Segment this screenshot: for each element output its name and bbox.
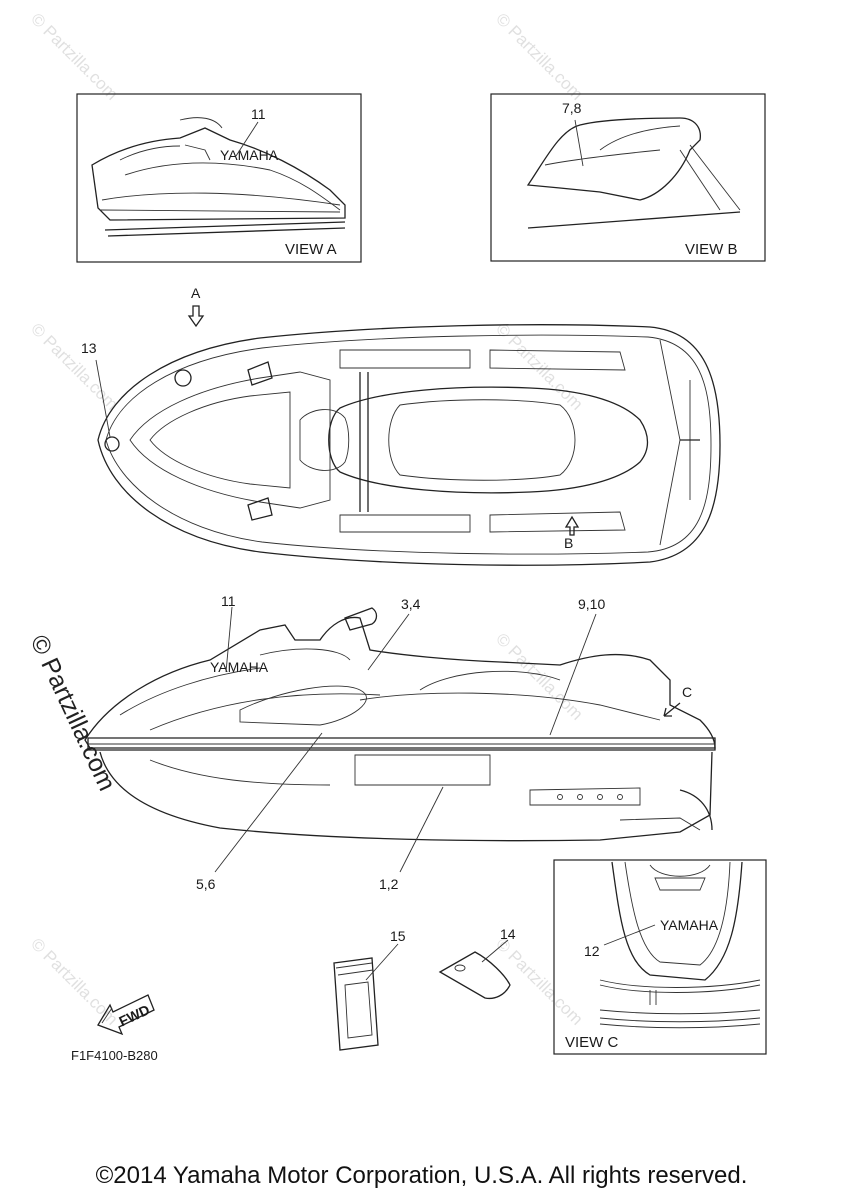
callout-14: 14 [500,926,516,942]
callout-3-4: 3,4 [401,596,421,612]
watermark-text: © Partzilla.com [492,934,586,1028]
top-view: A 13 B [81,285,721,566]
callout-1-2: 1,2 [379,876,399,892]
callout-7-8: 7,8 [562,100,582,116]
yamaha-decal-text: YAMAHA [660,917,719,933]
arrow-down-icon [187,305,205,328]
callout-11-side: 11 [221,593,236,609]
view-a-label: VIEW A [285,241,337,258]
document-pouch [333,957,379,1051]
watermark-layer: © Partzilla.com © Partzilla.com © Partzi… [27,9,586,1028]
callout-13: 13 [81,340,97,356]
callout-5-6: 5,6 [196,876,216,892]
callout-a: A [191,285,201,301]
yamaha-decal-text: YAMAHA [210,659,269,675]
yamaha-decal-text: YAMAHA [220,147,279,163]
diagram-code: F1F4100-B280 [71,1048,158,1063]
callout-9-10: 9,10 [578,596,605,612]
view-b-panel: 7,8 VIEW B [490,93,766,262]
callout-12: 12 [584,943,600,959]
watermark-text: © Partzilla.com [27,9,121,103]
callout-11-view-a: 11 [251,106,266,122]
watermark-text: © Partzilla.com [27,319,121,413]
bow-eye [104,436,120,452]
side-view: YAMAHA 11 3,4 9,10 5,6 1,2 C [84,593,716,892]
arrow-up-icon [564,515,580,536]
watermark-text: © Partzilla.com [492,9,586,103]
arrow-diagonal-icon [663,702,681,717]
view-c-label: VIEW C [565,1034,619,1051]
fwd-label: FWD [116,1001,152,1029]
view-a-panel: YAMAHA 11 VIEW A [76,93,362,263]
loose-parts: 15 14 FWD F1F4100-B280 [71,926,516,1063]
view-c-panel: YAMAHA 12 VIEW C [553,859,767,1055]
tag-part [438,951,511,1000]
view-b-label: VIEW B [685,241,738,258]
copyright-notice: ©2014 Yamaha Motor Corporation, U.S.A. A… [95,1162,748,1189]
callout-15: 15 [390,928,406,944]
callout-b: B [564,535,573,551]
callout-c: C [682,684,692,700]
